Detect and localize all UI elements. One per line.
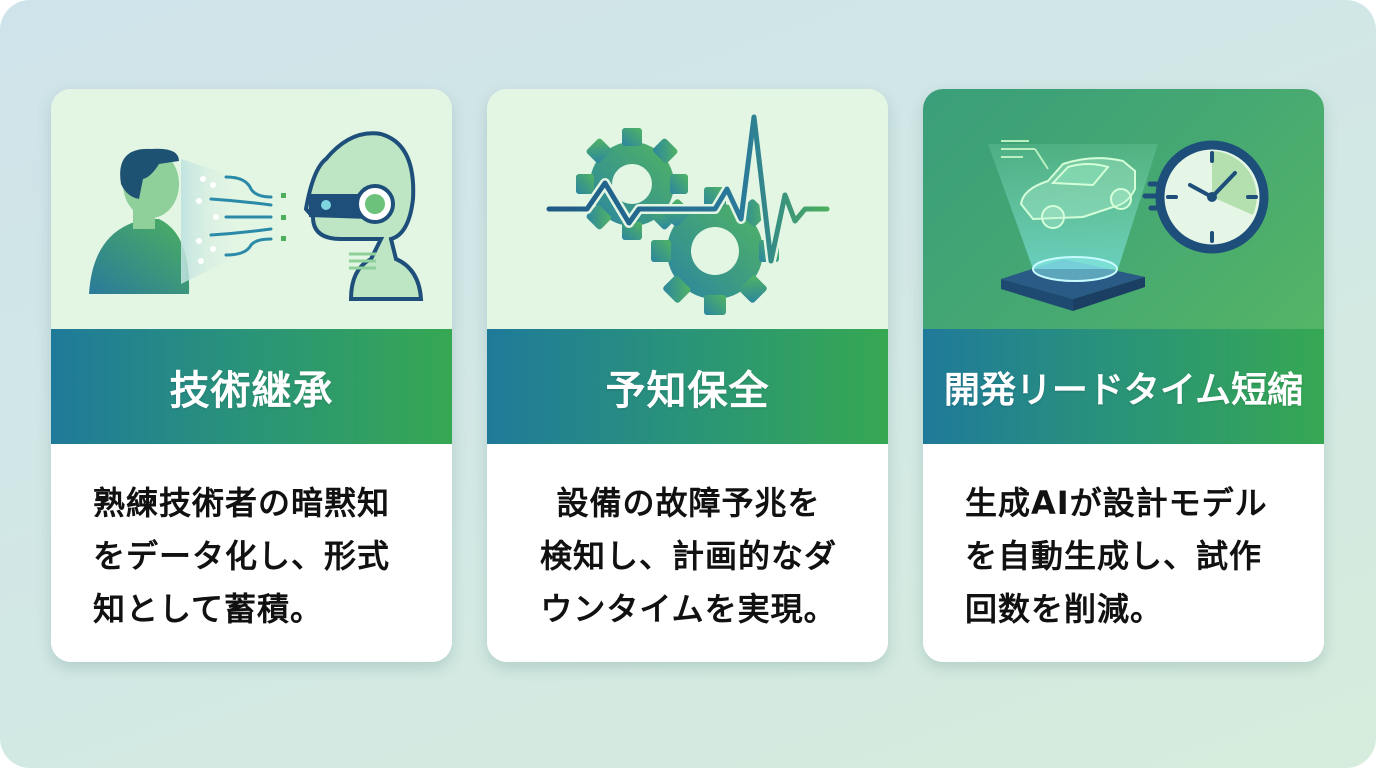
card-body: 熟練技術者の暗黙知 をデータ化し、形式 知として蓄積。 (51, 444, 452, 662)
card-body: 生成AIが設計モデル を自動生成し、試作 回数を削減。 (923, 444, 1324, 662)
illustration-panel (51, 89, 452, 329)
card-predictive-maintenance: 予知保全 設備の故障予兆を 検知し、計画的なダ ウンタイムを実現。 (487, 89, 888, 662)
card-technology-transfer: 技術継承 熟練技術者の暗黙知 をデータ化し、形式 知として蓄積。 (51, 89, 452, 662)
gears-heartbeat-icon (544, 112, 832, 315)
card-description: 生成AIが設計モデル を自動生成し、試作 回数を削減。 (965, 484, 1268, 628)
card-title-band: 予知保全 (487, 329, 888, 444)
card-description: 熟練技術者の暗黙知 をデータ化し、形式 知として蓄積。 (93, 484, 391, 628)
card-title-band: 技術継承 (51, 329, 452, 444)
card-development-lead-time: 開発リードタイム短縮 生成AIが設計モデル を自動生成し、試作 回数を削減。 (923, 89, 1324, 662)
human-to-robot-knowledge-transfer-icon (89, 131, 424, 301)
card-title: 開発リードタイム短縮 (943, 369, 1304, 411)
illustration-panel (487, 89, 888, 329)
card-title-band: 開発リードタイム短縮 (923, 329, 1324, 444)
illustration-panel (923, 89, 1324, 329)
card-title: 技術継承 (169, 367, 334, 414)
card-description: 設備の故障予兆を 検知し、計画的なダ ウンタイムを実現。 (539, 484, 837, 628)
card-title: 予知保全 (605, 367, 770, 414)
hologram-car-clock-icon (988, 140, 1269, 311)
card-body: 設備の故障予兆を 検知し、計画的なダ ウンタイムを実現。 (487, 444, 888, 662)
